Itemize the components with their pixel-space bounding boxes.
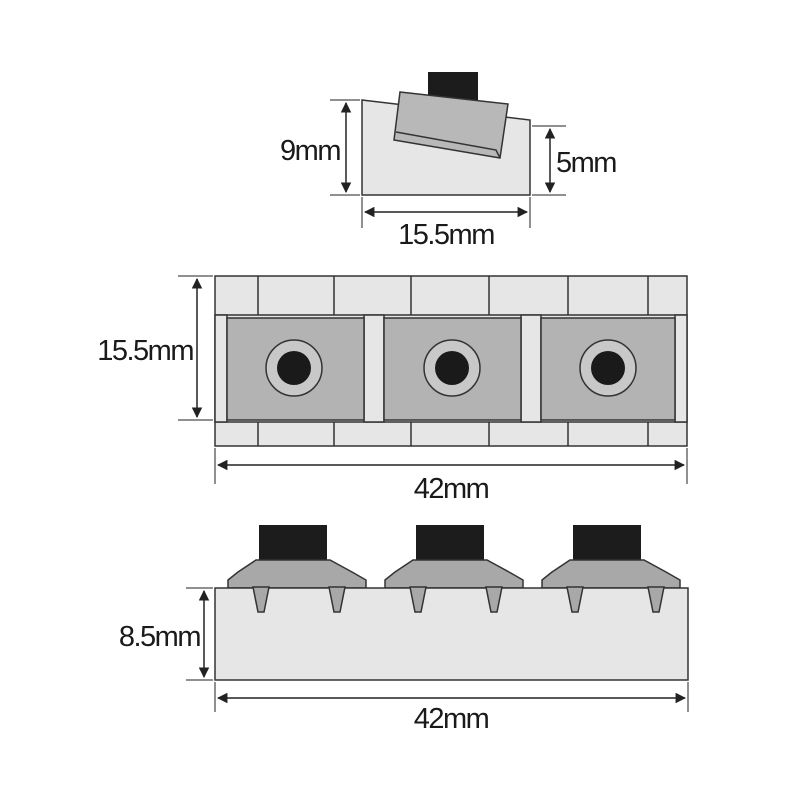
front-view-tooth xyxy=(647,586,665,613)
label-middle-height: 15.5mm xyxy=(97,335,193,367)
label-top-height: 9mm xyxy=(280,135,340,167)
front-view-clamp-1 xyxy=(227,559,367,589)
label-top-slot-height: 5mm xyxy=(556,147,616,179)
label-middle-width: 42mm xyxy=(414,473,489,505)
front-view-tooth xyxy=(485,586,503,613)
front-view: 8.5mm 42mm xyxy=(119,525,689,735)
front-view-body xyxy=(214,587,689,681)
label-bottom-height: 8.5mm xyxy=(119,621,200,653)
top-view-hole-2 xyxy=(435,351,469,385)
front-view-knob-2 xyxy=(416,525,484,561)
top-view: 15.5mm 42mm xyxy=(97,275,688,505)
front-view-tooth xyxy=(566,586,584,613)
front-view-knob-3 xyxy=(573,525,641,561)
side-view: 9mm 5mm 15.5mm xyxy=(280,72,618,251)
front-view-knob-1 xyxy=(259,525,327,561)
front-view-clamp-3 xyxy=(541,559,681,589)
label-top-width: 15.5mm xyxy=(398,219,494,251)
front-view-tooth xyxy=(409,586,427,613)
front-view-tooth xyxy=(328,586,346,613)
top-view-hole-3 xyxy=(591,351,625,385)
front-view-clamp-2 xyxy=(384,559,524,589)
top-view-hole-1 xyxy=(277,351,311,385)
label-bottom-width: 42mm xyxy=(414,703,489,735)
front-view-tooth xyxy=(252,586,270,613)
